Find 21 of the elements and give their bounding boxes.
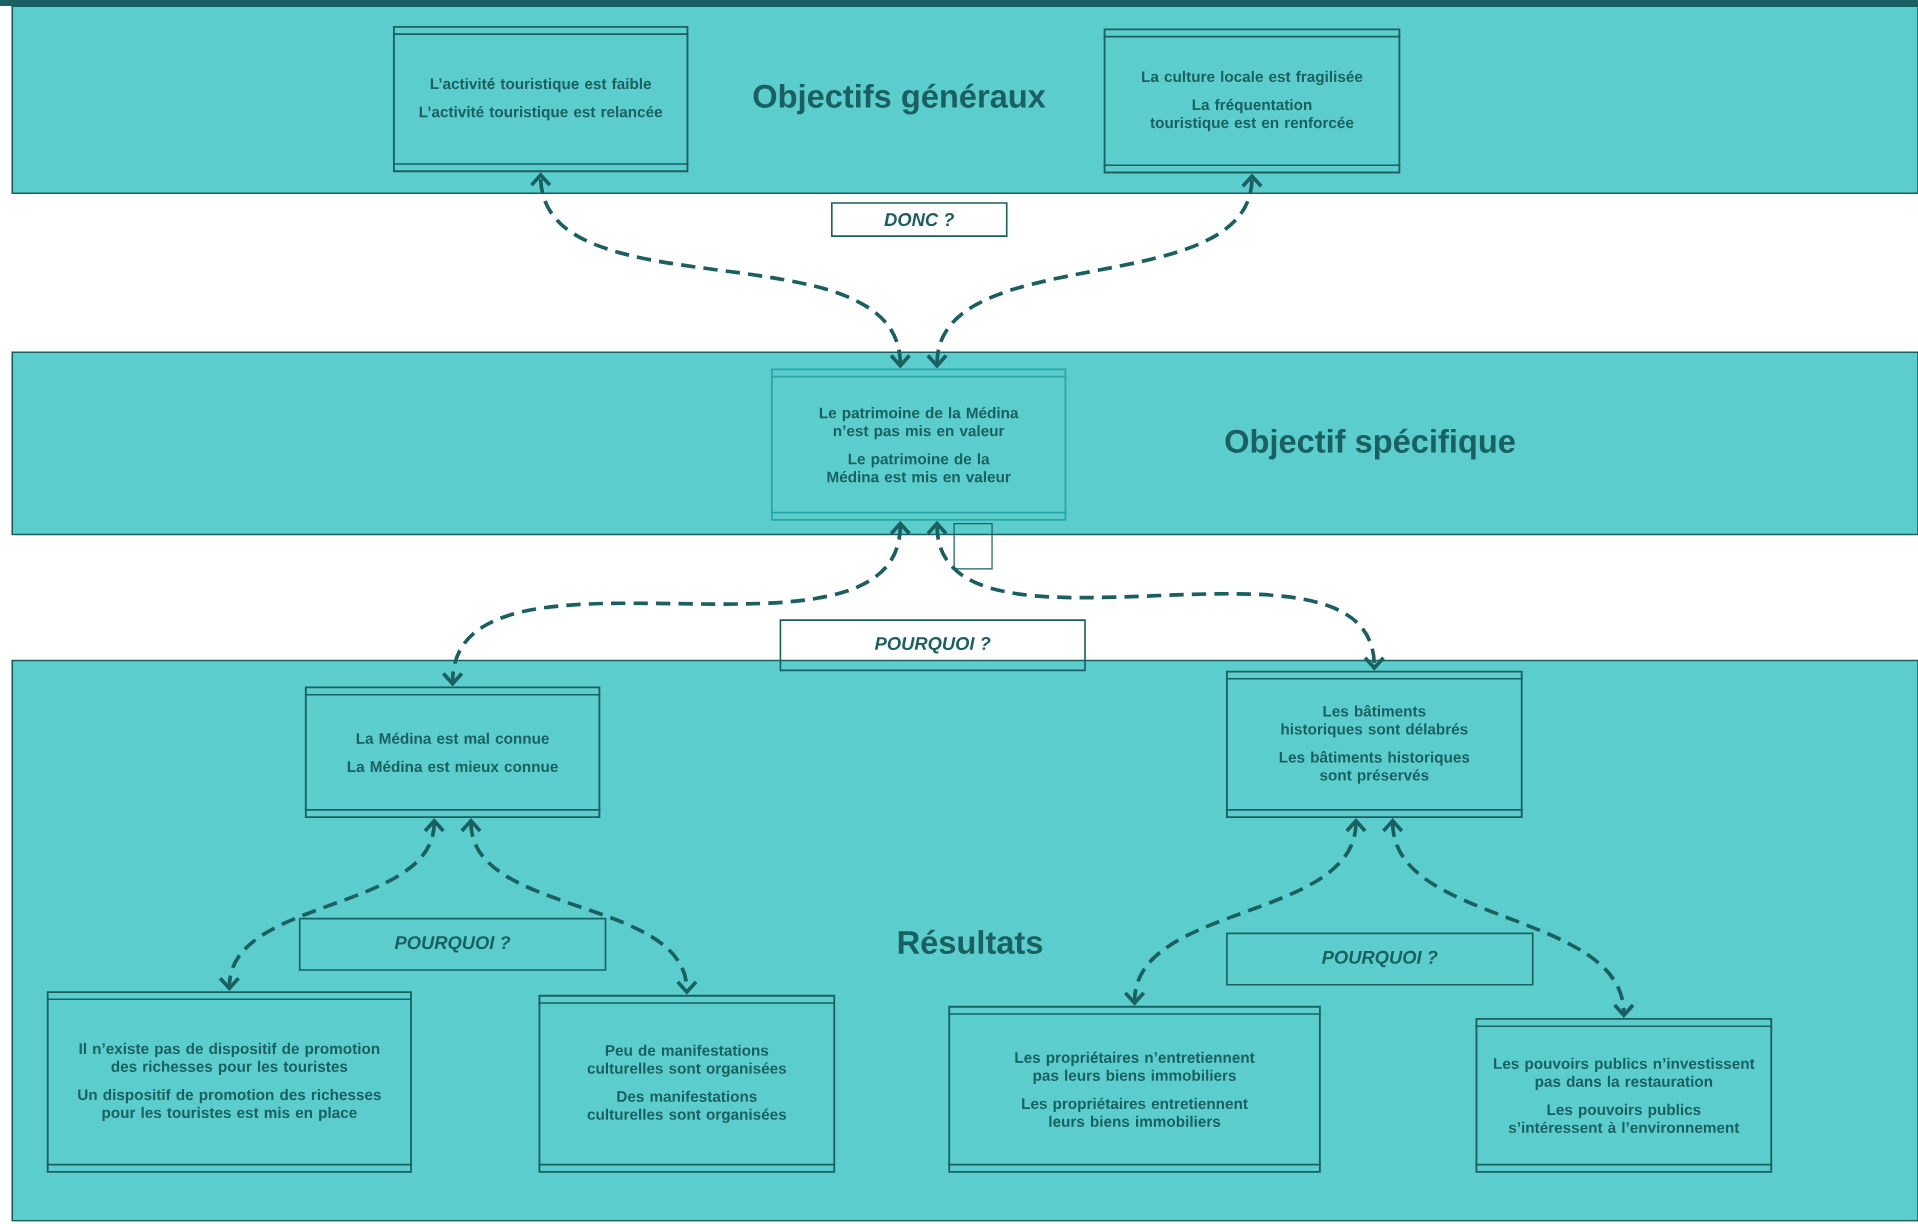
statement-box: La Médina est mal connue La Médina est mieux connue xyxy=(304,686,602,818)
dashed-arrow xyxy=(218,817,445,991)
statement-box: L’activité touristique est faible L’activité touristique est relancée xyxy=(392,25,690,172)
question-box: POURQUOI ? xyxy=(779,619,1086,671)
statement-box: Le patrimoine de la Médina n’est pas mis en valeur Le patrimoine de la Médina est mis en valeur xyxy=(770,368,1068,521)
statement-box: Les bâtiments historiques sont délabrés Les bâtiments historiques sont préservés xyxy=(1225,670,1524,818)
dashed-arrow xyxy=(442,520,911,687)
statement-box: La culture locale est fragilisée La fréquentation touristique est en renforcée xyxy=(1102,28,1402,174)
dashed-arrow xyxy=(926,173,1263,369)
question-box: POURQUOI ? xyxy=(1226,932,1534,986)
question-box: DONC ? xyxy=(831,202,1008,237)
dashed-arrow xyxy=(530,171,911,369)
dashed-arrow xyxy=(1124,817,1367,1006)
dashed-arrow xyxy=(926,520,1385,671)
statement-box: Les propriétaires n’entretiennent pas leurs biens immobiliers Les propriétaires entretiennent leurs biens immobiliers xyxy=(947,1005,1322,1173)
dashed-arrow xyxy=(460,817,698,995)
question-box: POURQUOI ? xyxy=(298,917,607,971)
statement-box: Les pouvoirs publics n’investissent pas dans la restauration Les pouvoirs publics s’intéressent à l’environnement xyxy=(1474,1017,1773,1173)
statement-box: Il n’existe pas de dispositif de promotion des richesses pour les touristes Un dispositif de promotion des richesses pour les touristes est mis en place xyxy=(45,990,413,1173)
statement-box: Peu de manifestations culturelles sont organisées Des manifestations culturelles sont organisées xyxy=(537,994,836,1173)
dashed-arrow xyxy=(1382,817,1635,1018)
